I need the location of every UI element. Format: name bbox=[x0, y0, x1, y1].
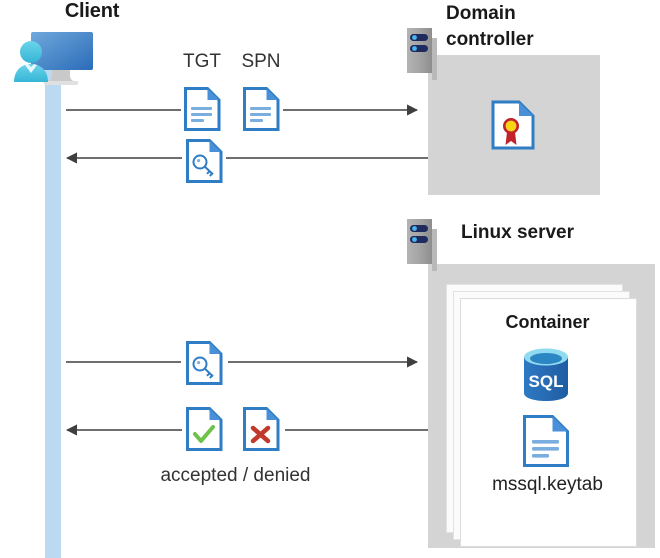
user-with-monitor-icon bbox=[14, 32, 93, 85]
key-document-icon bbox=[186, 341, 223, 385]
linux-server-label: Linux server bbox=[461, 222, 574, 243]
sql-icon-text: SQL bbox=[529, 372, 564, 391]
tgt-document-icon bbox=[184, 87, 221, 131]
denied-document-icon bbox=[243, 407, 280, 451]
keytab-filename-label: mssql.keytab bbox=[492, 474, 603, 495]
accepted-denied-label: accepted / denied bbox=[160, 465, 311, 486]
server-rack-icon bbox=[407, 28, 437, 80]
domain-controller-label-line2: controller bbox=[446, 29, 534, 50]
tgt-label: TGT bbox=[183, 51, 221, 72]
client-lifeline bbox=[45, 68, 61, 558]
container-label: Container bbox=[505, 312, 590, 332]
key-document-icon bbox=[186, 139, 223, 183]
certificate-document-icon bbox=[491, 100, 535, 150]
domain-controller-label-line1: Domain bbox=[446, 3, 516, 24]
accepted-document-icon bbox=[186, 407, 223, 451]
server-rack-icon bbox=[407, 219, 437, 271]
sql-database-icon: SQL bbox=[524, 348, 568, 401]
spn-label: SPN bbox=[241, 51, 281, 72]
domain-controller-label: Domain controller bbox=[446, 1, 646, 53]
client-label: Client bbox=[64, 0, 120, 22]
keytab-document-icon bbox=[523, 415, 569, 467]
spn-document-icon bbox=[243, 87, 280, 131]
